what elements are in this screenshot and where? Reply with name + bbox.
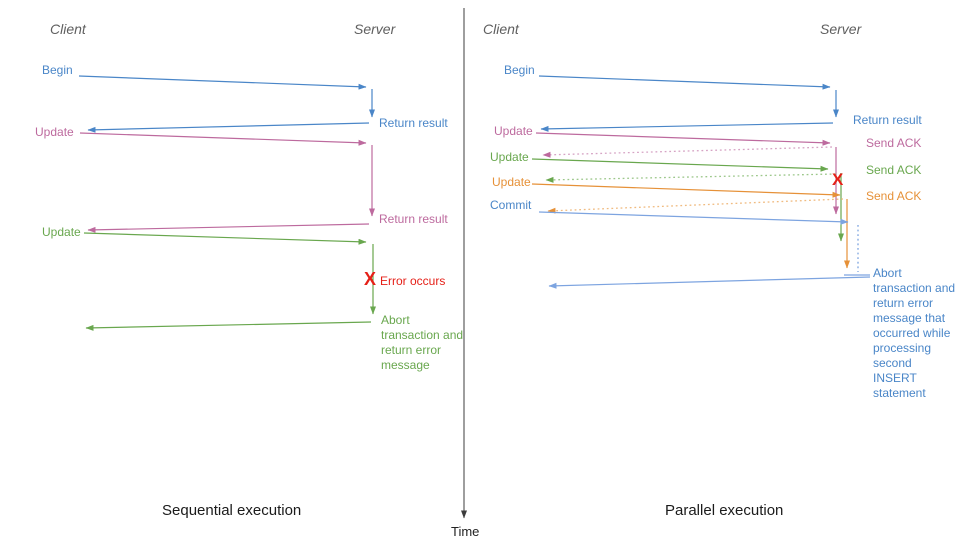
right-begin-call-arrow (538, 75, 831, 90)
left-return-result2-label: Return result (379, 212, 448, 226)
right-ack2-return-arrow (545, 173, 837, 183)
left-update2-label: Update (42, 225, 81, 239)
right-begin-label: Begin (504, 63, 535, 77)
left-caption: Sequential execution (162, 502, 302, 519)
right-update3-label: Update (492, 175, 531, 189)
left-server-header: Server (354, 21, 396, 37)
right-commit-label: Commit (490, 198, 532, 212)
right-return-result-arrow (540, 122, 834, 132)
right-server-header: Server (820, 21, 862, 37)
right-send-ack1-label: Send ACK (866, 136, 922, 150)
left-update2-call-arrow (83, 232, 367, 245)
right-ack3-return-arrow (547, 198, 844, 214)
right-return-result-label: Return result (853, 113, 922, 127)
right-send-ack3-label: Send ACK (866, 189, 922, 203)
right-abort-message: Abort transaction and return error messa… (873, 266, 956, 400)
left-error-x-icon: X (364, 269, 377, 289)
left-return-result1-arrow (87, 122, 370, 133)
right-client-header: Client (483, 21, 519, 37)
left-update1-label: Update (35, 125, 74, 139)
left-abort-return-arrow (85, 321, 372, 331)
left-client-header: Client (50, 21, 86, 37)
left-update1-call-arrow (79, 132, 367, 146)
right-update2-call-arrow (531, 158, 829, 172)
time-axis-label: Time (451, 524, 480, 539)
right-ack1-return-arrow (542, 146, 833, 158)
left-begin-label: Begin (42, 63, 73, 77)
left-return-result1-label: Return result (379, 116, 448, 130)
right-error-x-icon: X (832, 170, 844, 189)
right-update3-call-arrow (531, 183, 841, 198)
right-commit-call-arrow (538, 211, 849, 225)
right-update2-label: Update (490, 150, 529, 164)
right-update1-call-arrow (535, 132, 831, 146)
left-error-occurs-label: Error occurs (380, 274, 446, 288)
right-update1-label: Update (494, 124, 533, 138)
left-return-result2-arrow (87, 223, 370, 233)
right-send-ack2-label: Send ACK (866, 163, 922, 177)
right-caption: Parallel execution (665, 502, 784, 519)
left-abort-message: Abort transaction and return error messa… (381, 313, 464, 372)
left-begin-call-arrow (78, 75, 367, 90)
right-abort-return-arrow (548, 276, 871, 289)
